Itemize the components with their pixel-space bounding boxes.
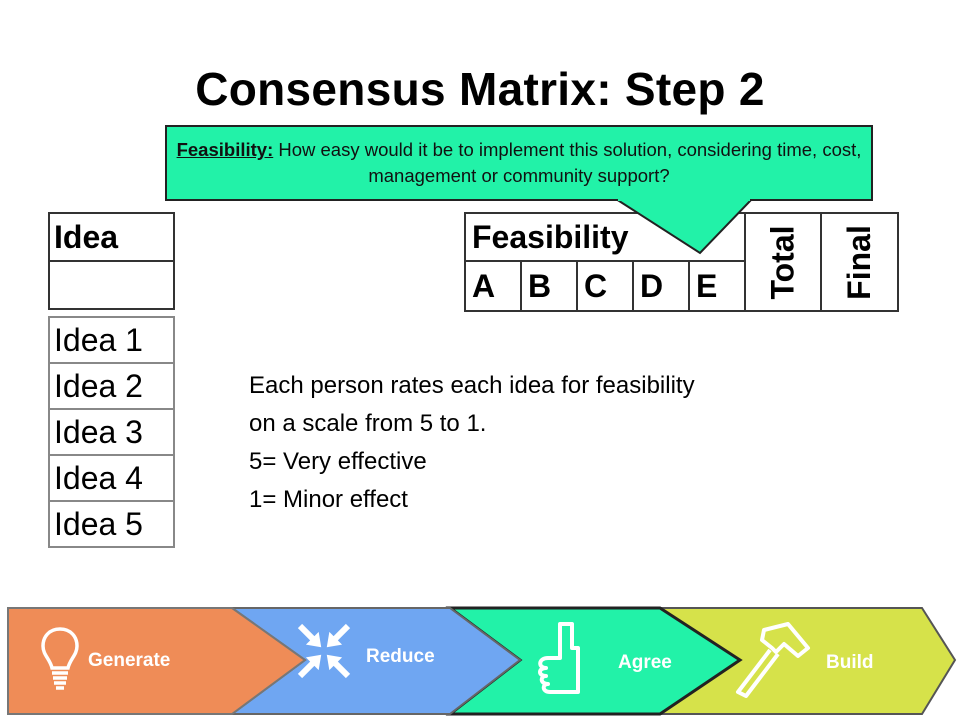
idea-cell: Idea 4 xyxy=(48,454,175,502)
feasibility-callout: Feasibility: How easy would it be to imp… xyxy=(165,125,873,201)
idea-header-row: Idea xyxy=(48,212,175,262)
process-banner: Generate Reduce Agree Build xyxy=(0,602,960,720)
step-build-label: Build xyxy=(826,652,874,673)
hammer-icon xyxy=(736,622,810,698)
thumbs-up-icon xyxy=(538,622,580,694)
column-c: C xyxy=(576,260,634,312)
final-label: Final xyxy=(840,224,877,300)
instruction-line: on a scale from 5 to 1. xyxy=(249,410,487,437)
instruction-line: 1= Minor effect xyxy=(249,486,408,513)
slide-title: Consensus Matrix: Step 2 xyxy=(195,63,765,115)
instructions-text: Each person rates each idea for feasibil… xyxy=(249,367,889,519)
table-row: Idea 4 xyxy=(48,454,175,502)
table-row: Idea 1 xyxy=(48,316,175,364)
process-arrows xyxy=(7,606,957,716)
idea-header: Idea xyxy=(48,212,175,262)
table-row: Idea 3 xyxy=(48,408,175,456)
step-reduce-label: Reduce xyxy=(366,646,435,667)
total-label: Total xyxy=(764,224,801,300)
callout-text: How easy would it be to implement this s… xyxy=(273,139,862,186)
feasibility-columns-row: A B C D E xyxy=(464,260,898,312)
compress-arrows-icon xyxy=(297,623,351,679)
column-b: B xyxy=(520,260,578,312)
generate-arrow xyxy=(7,607,307,715)
column-e: E xyxy=(688,260,746,312)
idea-cell: Idea 5 xyxy=(48,500,175,548)
table-row: Idea 5 xyxy=(48,500,175,548)
idea-cell: Idea 2 xyxy=(48,362,175,410)
idea-cell: Idea 1 xyxy=(48,316,175,364)
step-agree-label: Agree xyxy=(618,652,672,673)
column-d: D xyxy=(632,260,690,312)
lightbulb-icon xyxy=(41,627,79,690)
total-header: Total xyxy=(743,212,823,312)
feasibility-table: Feasibility Total Final A B C D E xyxy=(464,212,899,312)
feasibility-header-row: Feasibility Total Final xyxy=(464,212,899,312)
step-generate-label: Generate xyxy=(88,650,171,671)
column-a: A xyxy=(464,260,522,312)
callout-term: Feasibility: xyxy=(176,139,274,160)
idea-blank-cell xyxy=(48,260,175,310)
instruction-line: Each person rates each idea for feasibil… xyxy=(249,372,695,399)
final-header: Final xyxy=(820,212,899,312)
idea-table: Idea Idea 1 Idea 2 Idea 3 Idea 4 Idea 5 xyxy=(48,212,175,548)
feasibility-header: Feasibility xyxy=(464,212,746,262)
idea-blank-row xyxy=(48,260,175,310)
table-row: Idea 2 xyxy=(48,362,175,410)
idea-cell: Idea 3 xyxy=(48,408,175,456)
instruction-line: 5= Very effective xyxy=(249,448,427,475)
table-row xyxy=(49,309,174,317)
